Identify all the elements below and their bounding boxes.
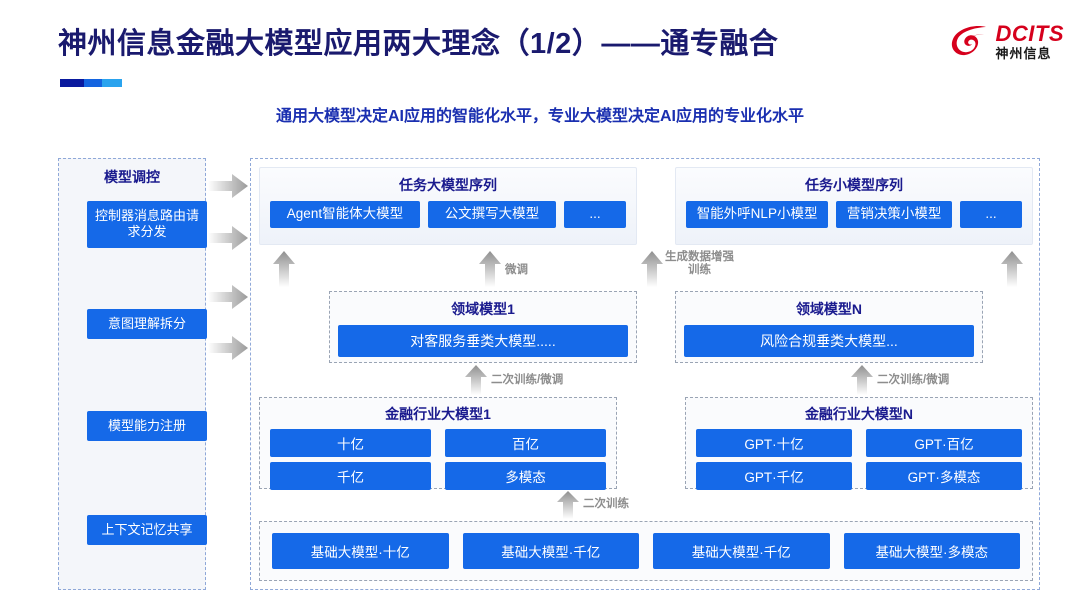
company-logo: DCITS 神州信息 [948,22,1065,60]
domain-model-1-title: 领域模型1 [451,301,515,317]
underline-segment-2 [84,79,102,87]
chip-agent-large-model[interactable]: Agent智能体大模型 [270,201,420,228]
domain-model-1: 领域模型1 对客服务垂类大模型..... [329,291,637,363]
task-small-model-sequence: 任务小模型序列 智能外呼NLP小模型 营销决策小模型 ... [675,167,1033,245]
task-large-model-sequence-title: 任务大模型序列 [399,177,497,193]
base-model-row: 基础大模型·十亿 基础大模型·千亿 基础大模型·千亿 基础大模型·多模态 [259,521,1033,581]
arrow-up-right-edge [1001,251,1023,287]
arrow-up-retrain-right [851,365,873,395]
underline-segment-1 [60,79,84,87]
control-item-context-memory[interactable]: 上下文记忆共享 [87,515,207,546]
arrow-label-retrain-right: 二次训练/微调 [877,374,950,386]
dcits-swoosh-icon [948,22,990,60]
connector-arrow-3 [208,285,248,309]
industry-n-cell-gpt-billion[interactable]: GPT·十亿 [696,429,852,457]
chip-more-small-models[interactable]: ... [960,201,1023,228]
control-panel: 模型调控 控制器消息路由请求分发 意图理解拆分 模型能力注册 上下文记忆共享 [58,158,207,590]
chip-outbound-nlp-small-model[interactable]: 智能外呼NLP小模型 [686,201,829,228]
underline-segment-3 [102,79,122,87]
domain-model-1-bar[interactable]: 对客服务垂类大模型..... [338,325,628,357]
arrow-label-retrain-left: 二次训练/微调 [491,374,564,386]
base-model-trillion[interactable]: 基础大模型·千亿 [653,533,830,569]
arrow-label-data-augmentation: 生成数据增强 训练 [665,251,734,277]
control-item-intent-parsing[interactable]: 意图理解拆分 [87,309,207,340]
industry-n-cell-gpt-ten-billion[interactable]: GPT·百亿 [866,429,1022,457]
connector-arrow-2 [208,226,248,250]
domain-model-n: 领域模型N 风险合规垂类大模型... [675,291,983,363]
industry-model-1-grid: 十亿 百亿 千亿 多模态 [260,424,616,490]
base-model-multimodal[interactable]: 基础大模型·多模态 [843,533,1020,569]
arrow-label-retrain-base: 二次训练 [583,498,629,510]
logo-wordmark: DCITS 神州信息 [995,20,1065,61]
domain-model-n-title: 领域模型N [795,301,863,317]
industry-1-cell-ten-billion[interactable]: 百亿 [445,429,606,457]
industry-n-cell-gpt-multimodal[interactable]: GPT·多模态 [866,462,1022,490]
arrow-label-finetune: 微调 [505,264,528,276]
diagram-canvas: 模型调控 控制器消息路由请求分发 意图理解拆分 模型能力注册 上下文记忆共享 任… [0,150,1080,600]
base-model-hundred-billion[interactable]: 基础大模型·千亿 [462,533,639,569]
industry-n-cell-gpt-hundred-billion[interactable]: GPT·千亿 [696,462,852,490]
model-stack: 任务大模型序列 Agent智能体大模型 公文撰写大模型 ... 任务小模型序列 … [250,158,1040,590]
logo-text-cn: 神州信息 [995,45,1052,61]
arrow-up-retrain-base [557,491,579,519]
connector-arrow-1 [208,174,248,198]
title-underline-accent [60,79,122,87]
arrow-up-data-augmentation [641,251,663,287]
task-small-model-sequence-title: 任务小模型序列 [805,177,903,193]
industry-model-n-grid: GPT·十亿 GPT·百亿 GPT·千亿 GPT·多模态 [686,424,1032,490]
industry-model-n-title: 金融行业大模型N [804,406,914,422]
control-panel-title: 模型调控 [104,169,160,185]
industry-1-cell-multimodal[interactable]: 多模态 [445,462,606,490]
domain-model-n-bar[interactable]: 风险合规垂类大模型... [684,325,974,357]
industry-1-cell-hundred-billion[interactable]: 千亿 [270,462,431,490]
chip-document-writing-large-model[interactable]: 公文撰写大模型 [427,201,556,228]
arrow-up-finetune [479,251,501,287]
logo-text-en: DCITS [995,20,1064,46]
chip-more-large-models[interactable]: ... [564,201,626,228]
page-subtitle: 通用大模型决定AI应用的智能化水平，专业大模型决定AI应用的专业化水平 [275,108,804,125]
control-item-message-routing[interactable]: 控制器消息路由请求分发 [87,201,207,248]
connector-arrow-4 [208,336,248,360]
industry-model-n: 金融行业大模型N GPT·十亿 GPT·百亿 GPT·千亿 GPT·多模态 [685,397,1033,490]
industry-1-cell-billion[interactable]: 十亿 [270,429,431,457]
task-large-model-sequence: 任务大模型序列 Agent智能体大模型 公文撰写大模型 ... [259,167,637,245]
chip-marketing-decision-small-model[interactable]: 营销决策小模型 [836,201,953,228]
control-item-capability-registry[interactable]: 模型能力注册 [87,411,207,442]
arrow-up-agent-to-task [273,251,295,287]
arrow-up-retrain-left [465,365,487,395]
industry-model-1: 金融行业大模型1 十亿 百亿 千亿 多模态 [259,397,617,490]
base-model-billion[interactable]: 基础大模型·十亿 [272,533,449,569]
page-title: 神州信息金融大模型应用两大理念（1/2）——通专融合 [58,28,779,60]
task-large-model-chip-row: Agent智能体大模型 公文撰写大模型 ... [260,195,636,228]
industry-model-1-title: 金融行业大模型1 [385,406,491,422]
task-small-model-chip-row: 智能外呼NLP小模型 营销决策小模型 ... [676,195,1032,228]
